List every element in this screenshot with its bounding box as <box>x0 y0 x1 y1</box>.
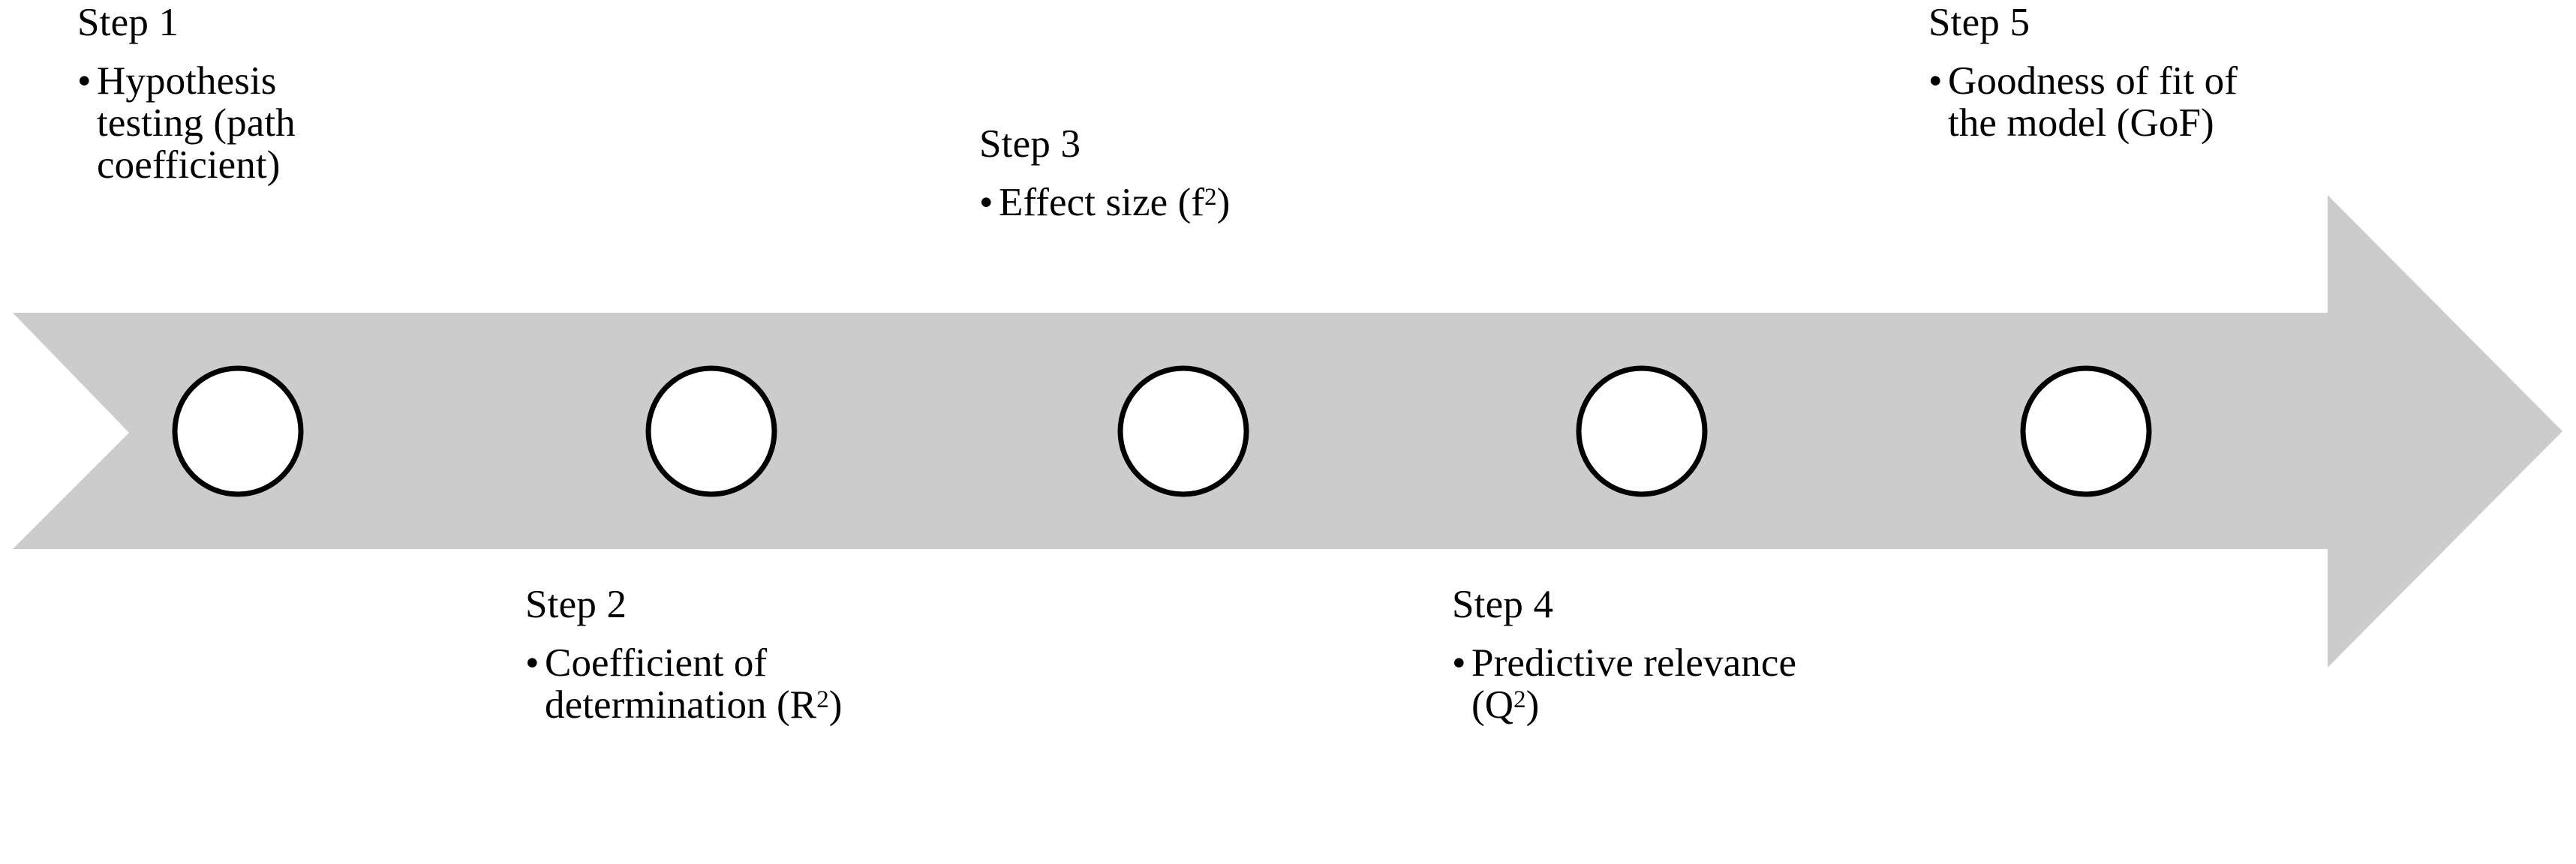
step-4-bullets: • Predictive relevance (Q2) <box>1452 642 1850 726</box>
step-5-title: Step 5 <box>1928 1 2030 44</box>
step-4-bullet-1: • Predictive relevance (Q2) <box>1452 642 1850 726</box>
bullet-icon: • <box>1452 641 1466 685</box>
step-3-bullet-1: • Effect size (f2) <box>979 182 1399 224</box>
step-5-bullet-1-text: Goodness of fit of the model (GoF) <box>1948 59 2238 145</box>
step-2-bullet-1-text: Coefficient of determination (R2) <box>545 641 842 727</box>
step-2-title: Step 2 <box>525 583 627 626</box>
step-1-bullet-1-text: Hypothesis testing (path coefficient) <box>97 59 296 187</box>
step-node-5 <box>2020 365 2152 497</box>
step-5-bullets: • Goodness of fit of the model (GoF) <box>1928 60 2281 144</box>
step-node-1 <box>172 365 304 497</box>
step-3-block: Step 3 • Effect size (f2) <box>979 123 1399 224</box>
bullet-text-before: Hypothesis testing (path coefficient) <box>97 59 296 187</box>
step-2-bullets: • Coefficient of determination (R2) <box>525 642 915 726</box>
bullet-superscript: 2 <box>1204 184 1217 212</box>
step-node-3 <box>1117 365 1249 497</box>
bullet-text-before: Predictive relevance (Q <box>1471 641 1797 727</box>
step-4-title: Step 4 <box>1452 583 1554 626</box>
bullet-superscript: 2 <box>1513 686 1526 714</box>
bullet-icon: • <box>525 641 540 685</box>
step-1-title: Step 1 <box>77 1 179 44</box>
step-3-title: Step 3 <box>979 122 1081 166</box>
bullet-icon: • <box>77 59 92 103</box>
step-2-block: Step 2 • Coefficient of determination (R… <box>525 584 915 726</box>
step-5-block: Step 5 • Goodness of fit of the model (G… <box>1928 2 2281 144</box>
step-2-bullet-1: • Coefficient of determination (R2) <box>525 642 915 726</box>
bullet-text-after: ) <box>828 683 843 727</box>
arrow-shape <box>13 195 2562 668</box>
bullet-icon: • <box>1928 59 1943 103</box>
step-1-bullet-1: • Hypothesis testing (path coefficient) <box>77 60 392 186</box>
bullet-text-after: ) <box>1525 683 1540 727</box>
bullet-text-before: Coefficient of determination (R <box>545 641 817 727</box>
bullet-text-before: Goodness of fit of the model (GoF) <box>1948 59 2238 145</box>
step-1-block: Step 1 • Hypothesis testing (path coeffi… <box>77 2 392 186</box>
bullet-text-after: ) <box>1216 181 1231 224</box>
step-3-bullet-1-text: Effect size (f2) <box>999 181 1230 224</box>
step-4-block: Step 4 • Predictive relevance (Q2) <box>1452 584 1850 726</box>
bullet-text-before: Effect size (f <box>999 181 1205 224</box>
step-5-bullet-1: • Goodness of fit of the model (GoF) <box>1928 60 2281 144</box>
step-4-bullet-1-text: Predictive relevance (Q2) <box>1471 641 1796 727</box>
step-node-4 <box>1576 365 1708 497</box>
step-3-bullets: • Effect size (f2) <box>979 182 1399 224</box>
bullet-superscript: 2 <box>816 686 829 714</box>
step-node-2 <box>645 365 777 497</box>
bullet-icon: • <box>979 181 993 224</box>
step-1-bullets: • Hypothesis testing (path coefficient) <box>77 60 392 186</box>
